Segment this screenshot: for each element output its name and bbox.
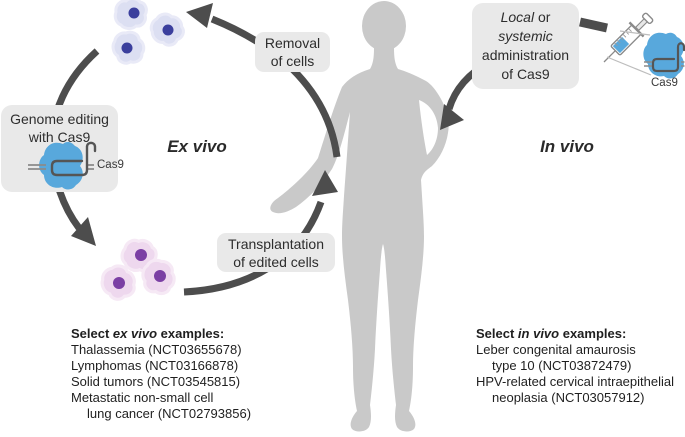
- heading-italic: in vivo: [517, 326, 560, 341]
- in-vivo-examples-list: Select in vivo examples: Leber congenita…: [476, 326, 674, 406]
- cas9-caption-callout: Cas9: [651, 77, 678, 89]
- list-item: Metastatic non-small cell: [71, 390, 214, 405]
- cell-nucleus: [162, 24, 174, 36]
- list-item: Solid tumors (NCT03545815): [71, 374, 241, 389]
- transplant-line1: Transplantation: [228, 235, 324, 252]
- in-vivo-label: In vivo: [540, 137, 594, 156]
- edited-cell-nucleus: [154, 270, 166, 282]
- ex-vivo-examples-heading: Select ex vivo examples:: [71, 326, 251, 342]
- transplantation-box: Transplantation of edited cells: [217, 233, 335, 272]
- list-item: type 10 (NCT03872479): [492, 358, 632, 373]
- cas9-protein-icon-callout: [643, 32, 685, 79]
- body-head: [362, 1, 406, 51]
- removal-arc: [210, 15, 341, 158]
- removal-line1: Removal: [264, 35, 321, 51]
- editing-arrowhead: [71, 217, 96, 246]
- admin-local-italic: Local: [500, 9, 535, 25]
- arrowheads: [71, 3, 464, 246]
- list-item: Lymphomas (NCT03166878): [71, 358, 239, 373]
- admin-line3: administration: [481, 47, 570, 63]
- heading-suffix: examples:: [157, 326, 225, 341]
- removal-of-cells-box: Removal of cells: [255, 32, 330, 72]
- removed-cells-group: [108, 0, 191, 69]
- admin-line2: systemic: [498, 28, 553, 44]
- admin-line1: Local or: [472, 8, 579, 27]
- list-item: neoplasia (NCT03057912): [492, 390, 645, 405]
- cas9-blob: [39, 141, 83, 190]
- removal-arrowhead: [186, 3, 213, 28]
- genome-line1: Genome editing: [10, 111, 109, 127]
- genome-line2: with Cas9: [28, 129, 91, 145]
- heading-prefix: Select: [476, 326, 518, 341]
- list-item: Thalassemia (NCT03655678): [71, 342, 242, 357]
- syringe-fluid: [612, 36, 630, 54]
- cell-nucleus: [128, 7, 140, 19]
- dna-strand-lines: [644, 61, 685, 67]
- body-silhouette: [270, 48, 449, 432]
- cell-nucleus: [121, 42, 133, 54]
- admin-line4: of Cas9: [501, 66, 550, 82]
- heading-suffix: examples:: [559, 326, 627, 341]
- callout-zoom-lines: [606, 30, 652, 76]
- dna-strand-lines: [28, 164, 94, 170]
- transplant-arrowhead: [312, 170, 338, 196]
- ex-vivo-examples-list: Select ex vivo examples: Thalassemia (NC…: [71, 326, 251, 422]
- admin-or: or: [534, 9, 551, 25]
- guide-rna-loop: [651, 42, 685, 73]
- edited-cell-nucleus: [113, 277, 125, 289]
- list-item: lung cancer (NCT02793856): [87, 406, 252, 421]
- syringe-needle: [603, 50, 616, 63]
- guide-rna-loop: [50, 141, 97, 177]
- in-vivo-examples-heading: Select in vivo examples:: [476, 326, 674, 342]
- cas9-caption-genome: Cas9: [97, 159, 124, 171]
- edited-cells-group: [94, 233, 178, 307]
- syringe-connector-bar: [579, 17, 608, 33]
- cas9-protein-icon-genome: [28, 141, 97, 190]
- heading-italic: ex vivo: [112, 326, 158, 341]
- removal-line2: of cells: [270, 53, 315, 69]
- administration-box: Local or systemic administration of Cas9: [472, 3, 579, 89]
- edited-cell-nucleus: [135, 249, 147, 261]
- syringe-plunger-head: [641, 12, 654, 25]
- ex-vivo-label: Ex vivo: [167, 137, 227, 156]
- syringe-icon: [603, 12, 654, 76]
- invivo-arrowhead: [440, 104, 464, 130]
- list-item: Leber congenital amaurosis: [476, 342, 636, 357]
- transplant-line2: of edited cells: [233, 253, 319, 270]
- syringe-graduations: [614, 28, 632, 47]
- list-item: HPV-related cervical intraepithelial: [476, 374, 674, 389]
- heading-prefix: Select: [71, 326, 113, 341]
